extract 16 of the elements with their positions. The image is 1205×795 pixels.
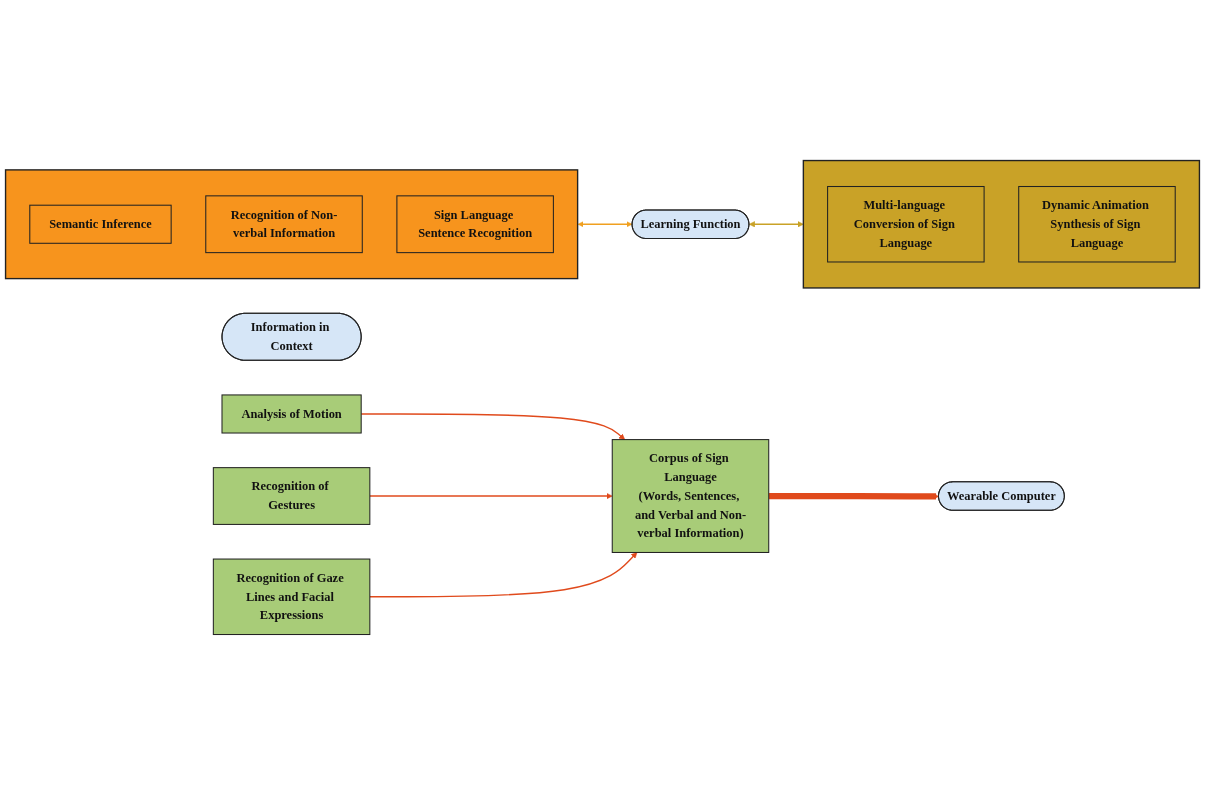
arrow [768,492,940,500]
node-box: Recognition of Gaze Lines and Facial Expressions [212,558,371,635]
node-box: Dynamic Animation Synthesis of Sign Language [1018,185,1176,263]
node-box: Corpus of Sign Language (Words, Sentences, and Verbal and Non-verbal Information) [611,439,770,553]
arrow [369,492,613,500]
arrow [577,221,633,228]
node-box: Recognition of Non-verbal Information [205,195,363,254]
cluster [4,169,579,280]
node-box: Multi-language Conversion of Sign Language [827,185,985,263]
arrow [369,552,638,598]
cluster [802,159,1201,289]
arrow [748,221,804,228]
node-box: Recognition of Gestures [212,467,371,525]
node-box: Analysis of Motion [221,394,362,434]
node-box: Sign Language Sentence Recognition [396,195,554,254]
node-box: Semantic Inference [29,204,172,244]
